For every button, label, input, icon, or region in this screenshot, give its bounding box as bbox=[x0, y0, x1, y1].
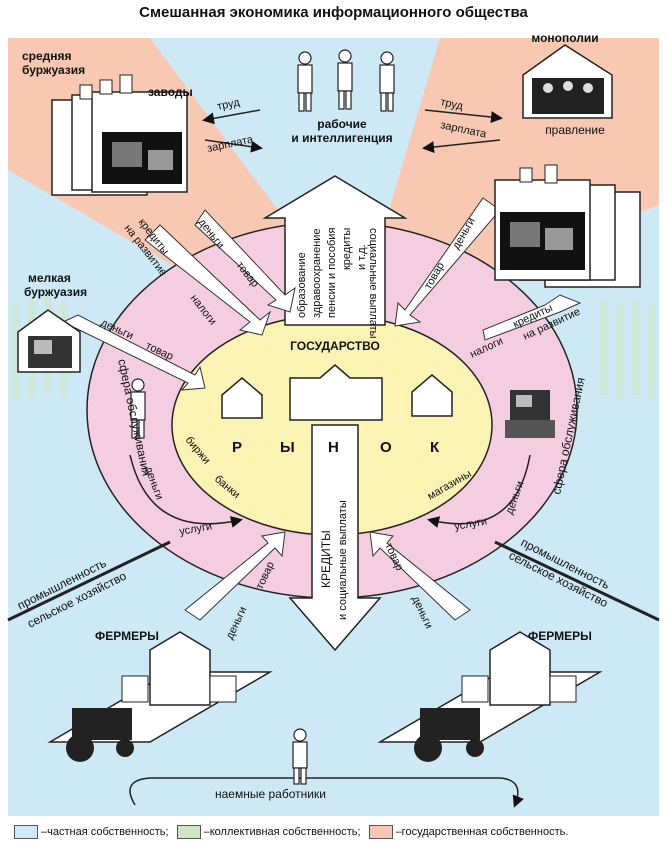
legend-label-state: –государственная собственность. bbox=[395, 826, 569, 838]
market-letters: Р Ы Н О К bbox=[232, 439, 440, 456]
label-rabochie: рабочие bbox=[317, 117, 367, 131]
flow-zdravoohranenie: здравоохранение bbox=[311, 228, 323, 318]
service-worker-left bbox=[130, 378, 146, 439]
farm-left bbox=[47, 631, 273, 762]
legend-label-private: –частная собственность; bbox=[41, 826, 169, 838]
flow-social-up: социальные выплаты bbox=[367, 228, 379, 339]
service-computer-right bbox=[505, 390, 555, 438]
flow-kredity-down-1: КРЕДИТЫ bbox=[319, 530, 333, 588]
salary-arrow-left bbox=[204, 139, 263, 153]
legend-item-private: –частная собственность; bbox=[14, 825, 169, 839]
label-gosudarstvo: ГОСУДАРСТВО bbox=[290, 339, 380, 353]
market-letter-3: Н bbox=[328, 439, 339, 456]
legend-swatch-private bbox=[14, 825, 38, 839]
small-business-picture bbox=[17, 309, 81, 373]
workers-figures bbox=[297, 49, 395, 112]
flow-uslugi-left: услуги bbox=[178, 520, 213, 538]
monopoly-board-picture bbox=[522, 44, 613, 119]
market-letter-5: К bbox=[430, 439, 440, 456]
flow-pensii: пенсии и пособия bbox=[326, 228, 338, 318]
flow-itd: и т.д. bbox=[356, 244, 368, 270]
legend: –частная собственность; –коллективная со… bbox=[14, 822, 664, 842]
flow-kredity-down-2: и социальные выплаты bbox=[337, 500, 349, 620]
flow-kredity-up: кредиты bbox=[341, 228, 353, 270]
farm-right bbox=[377, 631, 603, 762]
flow-trud-left: труд bbox=[216, 96, 241, 113]
services-arrow-left bbox=[129, 454, 243, 528]
label-fermery-right: ФЕРМЕРЫ bbox=[528, 629, 592, 643]
market-letter-1: Р bbox=[232, 439, 242, 456]
label-zavody: заводы bbox=[148, 85, 193, 99]
services-arrow-right bbox=[427, 454, 531, 528]
legend-swatch-collective bbox=[176, 825, 201, 839]
legend-item-collective: –коллективная собственность; bbox=[176, 825, 361, 839]
state-buildings bbox=[221, 364, 453, 421]
diagram-title: Смешанная экономика информационного обще… bbox=[139, 4, 528, 21]
credits-arrow bbox=[288, 424, 382, 652]
legend-item-state: –государственная собственность. bbox=[368, 825, 569, 839]
sector-line-right bbox=[494, 540, 660, 622]
social-payments-labels: социальные выплаты образование здравоохр… bbox=[296, 228, 379, 339]
label-fermery-left: ФЕРМЕРЫ bbox=[95, 629, 159, 643]
flow-trud-right: труд bbox=[439, 96, 464, 113]
label-burzhuaziya: буржуазия bbox=[22, 63, 85, 77]
diagonal-arrows bbox=[61, 197, 582, 621]
hired-workers-arrow bbox=[129, 777, 524, 808]
sector-line-left bbox=[7, 540, 171, 622]
market-letter-4: О bbox=[380, 439, 392, 456]
label-monopolii: монополии bbox=[531, 31, 598, 45]
salary-arrow-right bbox=[422, 139, 501, 154]
labor-arrow-left bbox=[202, 109, 261, 125]
label-burzhuaziya2: буржуазия bbox=[24, 285, 87, 299]
labor-arrow-right bbox=[424, 109, 503, 124]
flow-uslugi-right: услуги bbox=[453, 515, 488, 533]
label-intelligentsiya: и интеллигенция bbox=[291, 131, 392, 145]
credits-down-labels: КРЕДИТЫ и социальные выплаты bbox=[319, 500, 349, 620]
label-naemnye: наемные работники bbox=[215, 787, 326, 801]
label-pravlenie: правление bbox=[545, 123, 605, 137]
factories-left bbox=[51, 74, 188, 196]
legend-label-collective: –коллективная собственность; bbox=[203, 826, 361, 838]
market-letter-2: Ы bbox=[280, 439, 295, 456]
social-payments-arrow bbox=[262, 175, 408, 326]
label-melkaya: мелкая bbox=[28, 271, 71, 285]
factories-right bbox=[494, 164, 641, 288]
flow-obrazovanie: образование bbox=[296, 252, 308, 318]
hired-worker-figure bbox=[292, 728, 308, 785]
legend-swatch-state bbox=[368, 825, 393, 839]
label-srednyaya: средняя bbox=[22, 49, 72, 63]
